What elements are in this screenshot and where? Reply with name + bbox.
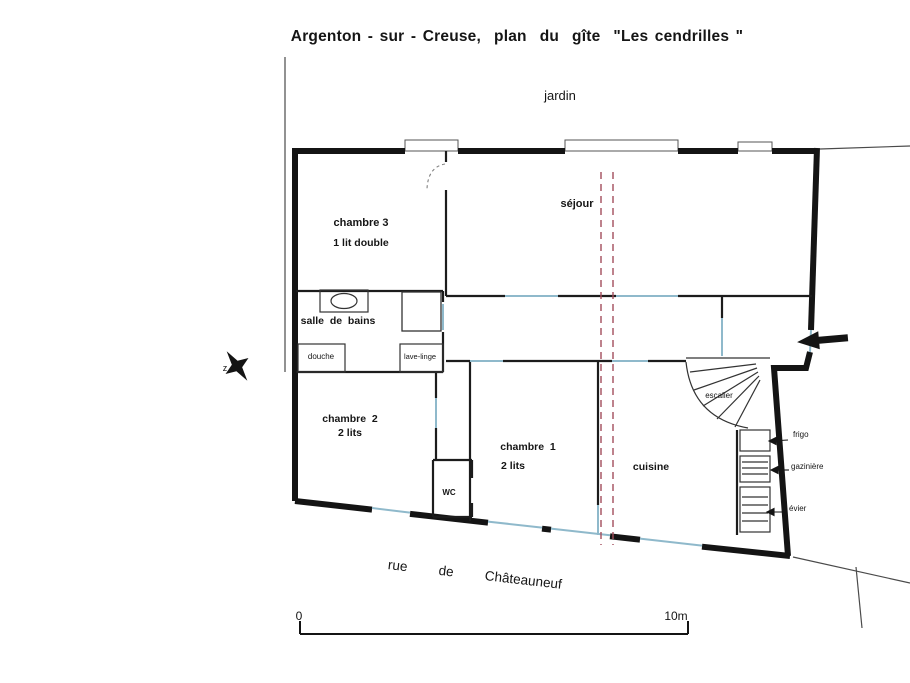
outer-walls (292, 147, 820, 559)
garden-label: jardin (544, 88, 576, 103)
room-label-cuisine: cuisine (632, 461, 670, 473)
kitchen-fixtures (739, 429, 771, 533)
room-detail-chambre1: 2 lits (501, 460, 525, 472)
interior-walls (296, 151, 812, 535)
scale-bar (299, 621, 689, 635)
scale-start-label: 0 (295, 609, 303, 623)
entrance-arrow-icon (797, 331, 849, 350)
room-detail-chambre3: 1 lit double (333, 237, 389, 249)
room-label-escalier: escalier (705, 391, 733, 400)
room-label-wc: WC (442, 488, 456, 497)
scale-end-label: 10m (664, 609, 688, 623)
bathroom-fixtures (297, 289, 444, 373)
boundary-lines (284, 57, 910, 629)
compass-letter: z (222, 363, 228, 373)
section-lines (600, 172, 614, 545)
fixture-label-frigo: frigo (793, 430, 809, 439)
fixture-label-lave-linge: lave-linge (403, 352, 437, 361)
page-title: Argenton - sur - Creuse, plan du gîte "L… (290, 28, 744, 45)
label-arrows (765, 436, 789, 517)
fixture-label-evier: évier (789, 504, 807, 513)
bathroom-cupboard (401, 291, 442, 332)
room-label-douche: douche (307, 352, 335, 361)
compass-star (225, 351, 249, 381)
room-label-sejour: séjour (560, 198, 594, 210)
stairs (685, 357, 770, 429)
room-detail-chambre2: 2 lits (338, 427, 362, 439)
room-label-chambre1: chambre 1 (500, 441, 556, 453)
window-reveals (404, 139, 773, 152)
window-lines (371, 295, 812, 547)
fixture-label-gaziniere: gazinière (791, 462, 824, 471)
room-label-chambre2: chambre 2 (322, 413, 378, 425)
door-swing (426, 163, 446, 190)
room-label-chambre3: chambre 3 (333, 217, 389, 229)
room-label-salle-de-bains: salle de bains (300, 315, 376, 327)
